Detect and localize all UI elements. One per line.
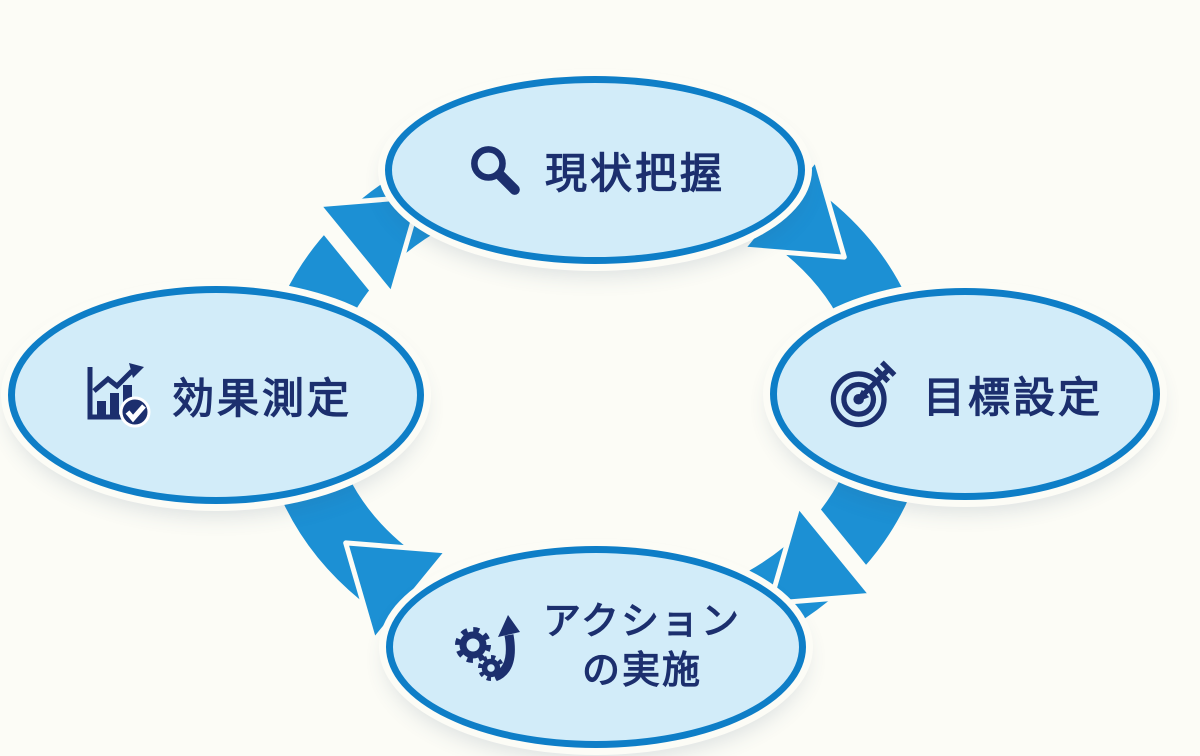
- magnifier-icon: [471, 146, 520, 195]
- arrowhead-top-left: [315, 194, 423, 297]
- node-label: 現状把握: [544, 149, 725, 197]
- arrowhead-bottom-left: [343, 540, 450, 644]
- node-label: 目標設定: [922, 373, 1103, 421]
- chart-check-icon: [87, 363, 151, 428]
- node-current-state-analysis: 現状把握: [385, 76, 805, 264]
- node-goal-setting: 目標設定: [770, 288, 1160, 500]
- node-label-line2: の実施: [581, 650, 702, 692]
- target-icon: [830, 360, 897, 428]
- node-action-execution: アクション の実施: [386, 546, 806, 748]
- node-label-line1: アクション: [542, 600, 742, 643]
- node-effect-measurement: 効果測定: [8, 286, 424, 504]
- arrowhead-bottom-right: [767, 503, 875, 606]
- node-label: 効果測定: [171, 374, 352, 422]
- gears-arrow-icon: [454, 615, 520, 682]
- arc-gap-bottom-right: [791, 486, 891, 605]
- node-label: アクション の実施: [543, 598, 741, 697]
- arc-gap-top-left: [299, 195, 399, 314]
